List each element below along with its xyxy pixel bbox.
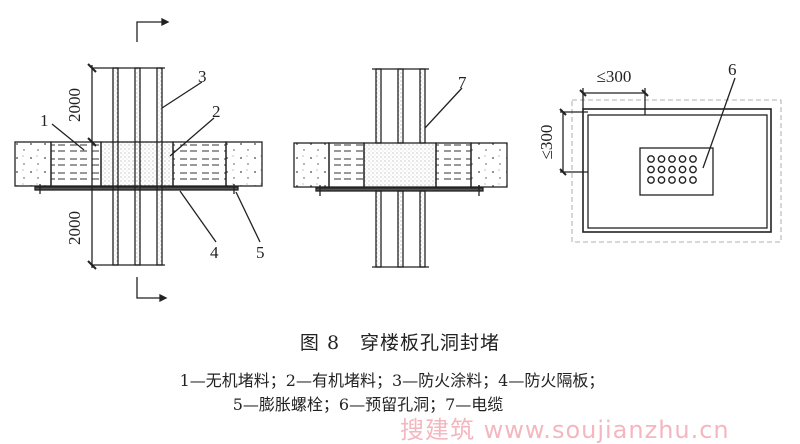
cable-hole xyxy=(678,176,687,184)
cable-hole xyxy=(657,165,666,174)
concrete-slab xyxy=(225,141,263,187)
cable-hole xyxy=(657,176,666,184)
cable-hole xyxy=(678,165,687,174)
cable-hole xyxy=(668,165,676,174)
dimension-label-height: ≤300 xyxy=(537,125,556,160)
cable-hole xyxy=(689,155,697,163)
dimension-label-bottom: 2000 xyxy=(65,211,84,245)
legend-line-1: 1—无机堵料；2—有机堵料；3—防火涂料；4—防火隔板； xyxy=(179,371,605,390)
inorganic-sealant xyxy=(172,141,227,187)
section-view-left xyxy=(14,17,263,303)
callout-6: 6 xyxy=(728,60,737,79)
callout-1: 1 xyxy=(40,111,49,130)
cable-hole xyxy=(647,165,655,174)
inorganic-sealant xyxy=(50,141,102,187)
callout-4: 4 xyxy=(210,243,219,262)
dimension-label-top: 2000 xyxy=(65,88,84,122)
cable-hole xyxy=(657,155,666,163)
dimension-label-width: ≤300 xyxy=(597,67,632,86)
reserved-opening xyxy=(639,147,714,196)
cable-hole xyxy=(678,155,687,163)
callout-5: 5 xyxy=(256,243,265,262)
concrete-slab xyxy=(14,141,52,187)
cable-hole xyxy=(689,176,697,184)
watermark: 搜建筑 www.soujianzhu.cn xyxy=(400,416,730,444)
plan-view xyxy=(559,77,782,243)
callout-7: 7 xyxy=(458,73,467,92)
cable-hole xyxy=(647,155,655,163)
cable-hole xyxy=(647,176,655,184)
callout-3: 3 xyxy=(198,67,207,86)
section-view-middle xyxy=(293,68,508,268)
cable-hole xyxy=(668,155,676,163)
figure-title: 图 8 穿楼板孔洞封堵 xyxy=(299,332,501,354)
cable-hole xyxy=(689,165,697,174)
legend-line-2: 5—膨胀螺栓；6—预留孔洞；7—电缆 xyxy=(232,395,504,414)
callout-2: 2 xyxy=(212,102,221,121)
cable-hole xyxy=(668,176,676,184)
